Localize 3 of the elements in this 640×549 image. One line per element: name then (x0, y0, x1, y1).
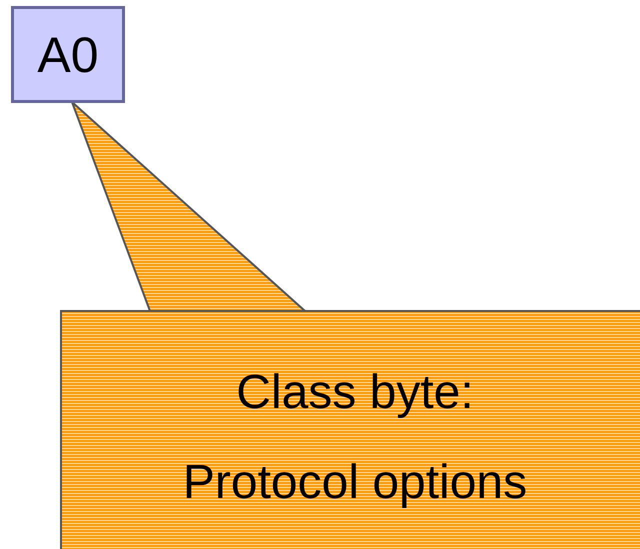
label-box (11, 6, 125, 103)
box-text: A0 (37, 30, 99, 80)
callout-box (60, 310, 640, 549)
